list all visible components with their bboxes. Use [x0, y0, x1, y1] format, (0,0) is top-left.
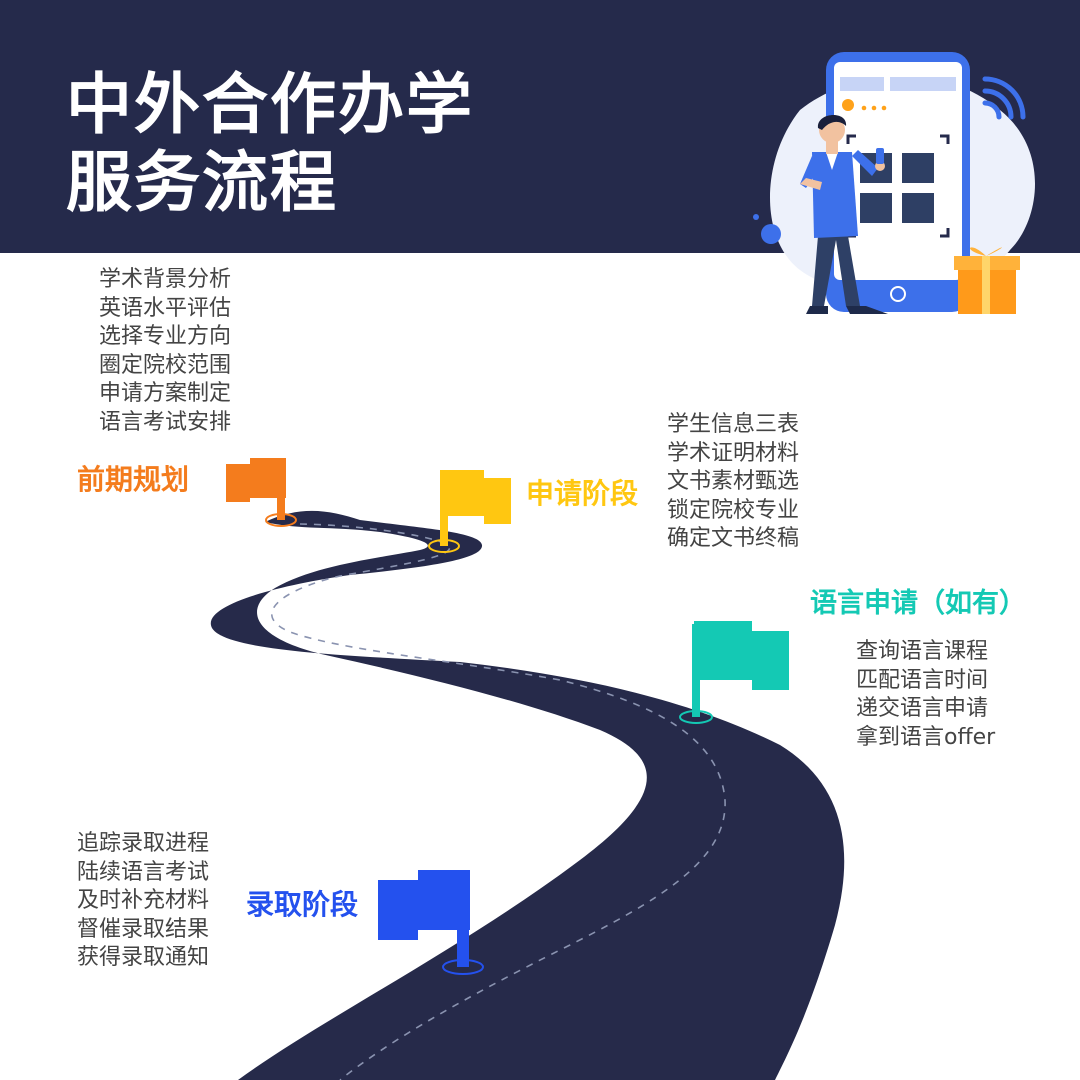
- list-item: 学术证明材料: [667, 440, 800, 466]
- list-item: 陆续语言考试: [77, 859, 210, 885]
- list-item: 查询语言课程: [856, 639, 989, 664]
- list-item: 锁定院校专业: [667, 497, 800, 523]
- list-item: 获得录取通知: [77, 945, 210, 971]
- list-item: 文书素材甄选: [667, 469, 800, 495]
- list-item: 追踪录取进程: [77, 831, 210, 856]
- stage-label-2: 申请阶段: [526, 477, 639, 510]
- list-item: 圈定院校范围: [99, 352, 232, 378]
- list-item: 督催录取结果: [77, 916, 210, 942]
- stage-label-3: 语言申请（如有）: [810, 588, 1026, 619]
- list-item: 学生信息三表: [667, 412, 800, 437]
- list-item: 申请方案制定: [99, 381, 232, 407]
- list-item: 语言考试安排: [99, 409, 232, 435]
- page-title-line1: 中外合作办学: [66, 66, 474, 143]
- stage-label-4: 录取阶段: [246, 888, 359, 921]
- stage-1-steps: 学术背景分析 英语水平评估 选择专业方向 圈定院校范围 申请方案制定 语言考试安…: [99, 266, 231, 438]
- page-title-line2: 服务流程: [66, 144, 338, 221]
- road-center-line: [271, 523, 726, 1080]
- winding-road: [210, 510, 845, 1080]
- stage-3-steps: 查询语言课程 匹配语言时间 递交语言申请 拿到语言offer: [856, 638, 995, 752]
- list-item: 及时补充材料: [77, 888, 210, 914]
- flag-icon-stage-1: [226, 458, 297, 527]
- list-item: 确定文书终稿: [667, 526, 800, 552]
- stage-2-steps: 学生信息三表 学术证明材料 文书素材甄选 锁定院校专业 确定文书终稿: [667, 411, 799, 554]
- person-with-phone-illustration: [753, 52, 1035, 314]
- flag-icon-stage-4: [378, 870, 484, 975]
- list-item: 拿到语言offer: [856, 724, 996, 750]
- stage-label-1: 前期规划: [77, 463, 190, 496]
- flag-icon-stage-2: [428, 470, 511, 553]
- list-item: 递交语言申请: [856, 696, 989, 722]
- flag-icon-stage-3: [679, 621, 789, 724]
- list-item: 选择专业方向: [99, 324, 232, 350]
- list-item: 学术背景分析: [99, 267, 232, 292]
- list-item: 英语水平评估: [99, 295, 232, 321]
- list-item: 匹配语言时间: [856, 667, 989, 693]
- stage-4-steps: 追踪录取进程 陆续语言考试 及时补充材料 督催录取结果 获得录取通知: [77, 830, 209, 973]
